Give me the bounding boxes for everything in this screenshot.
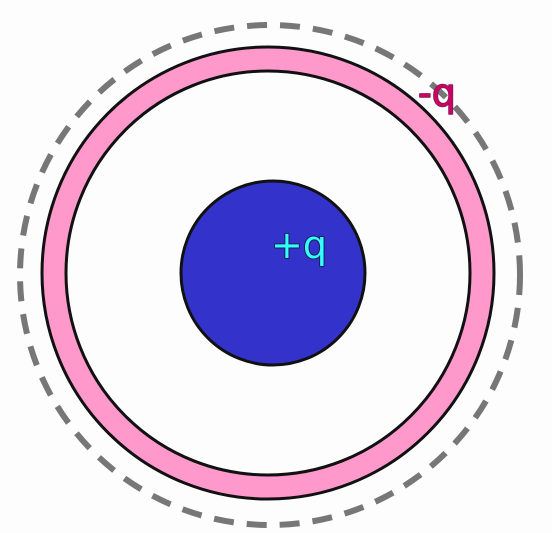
shell-inner-edge	[64, 69, 472, 477]
outer-charge-label: -q	[418, 71, 456, 115]
inner-sphere	[179, 179, 367, 367]
shell-outer-edge	[40, 45, 496, 501]
gaussian-surface	[17, 22, 523, 528]
inner-charge-label: +q	[271, 223, 327, 267]
conducting-shell	[42, 47, 494, 499]
